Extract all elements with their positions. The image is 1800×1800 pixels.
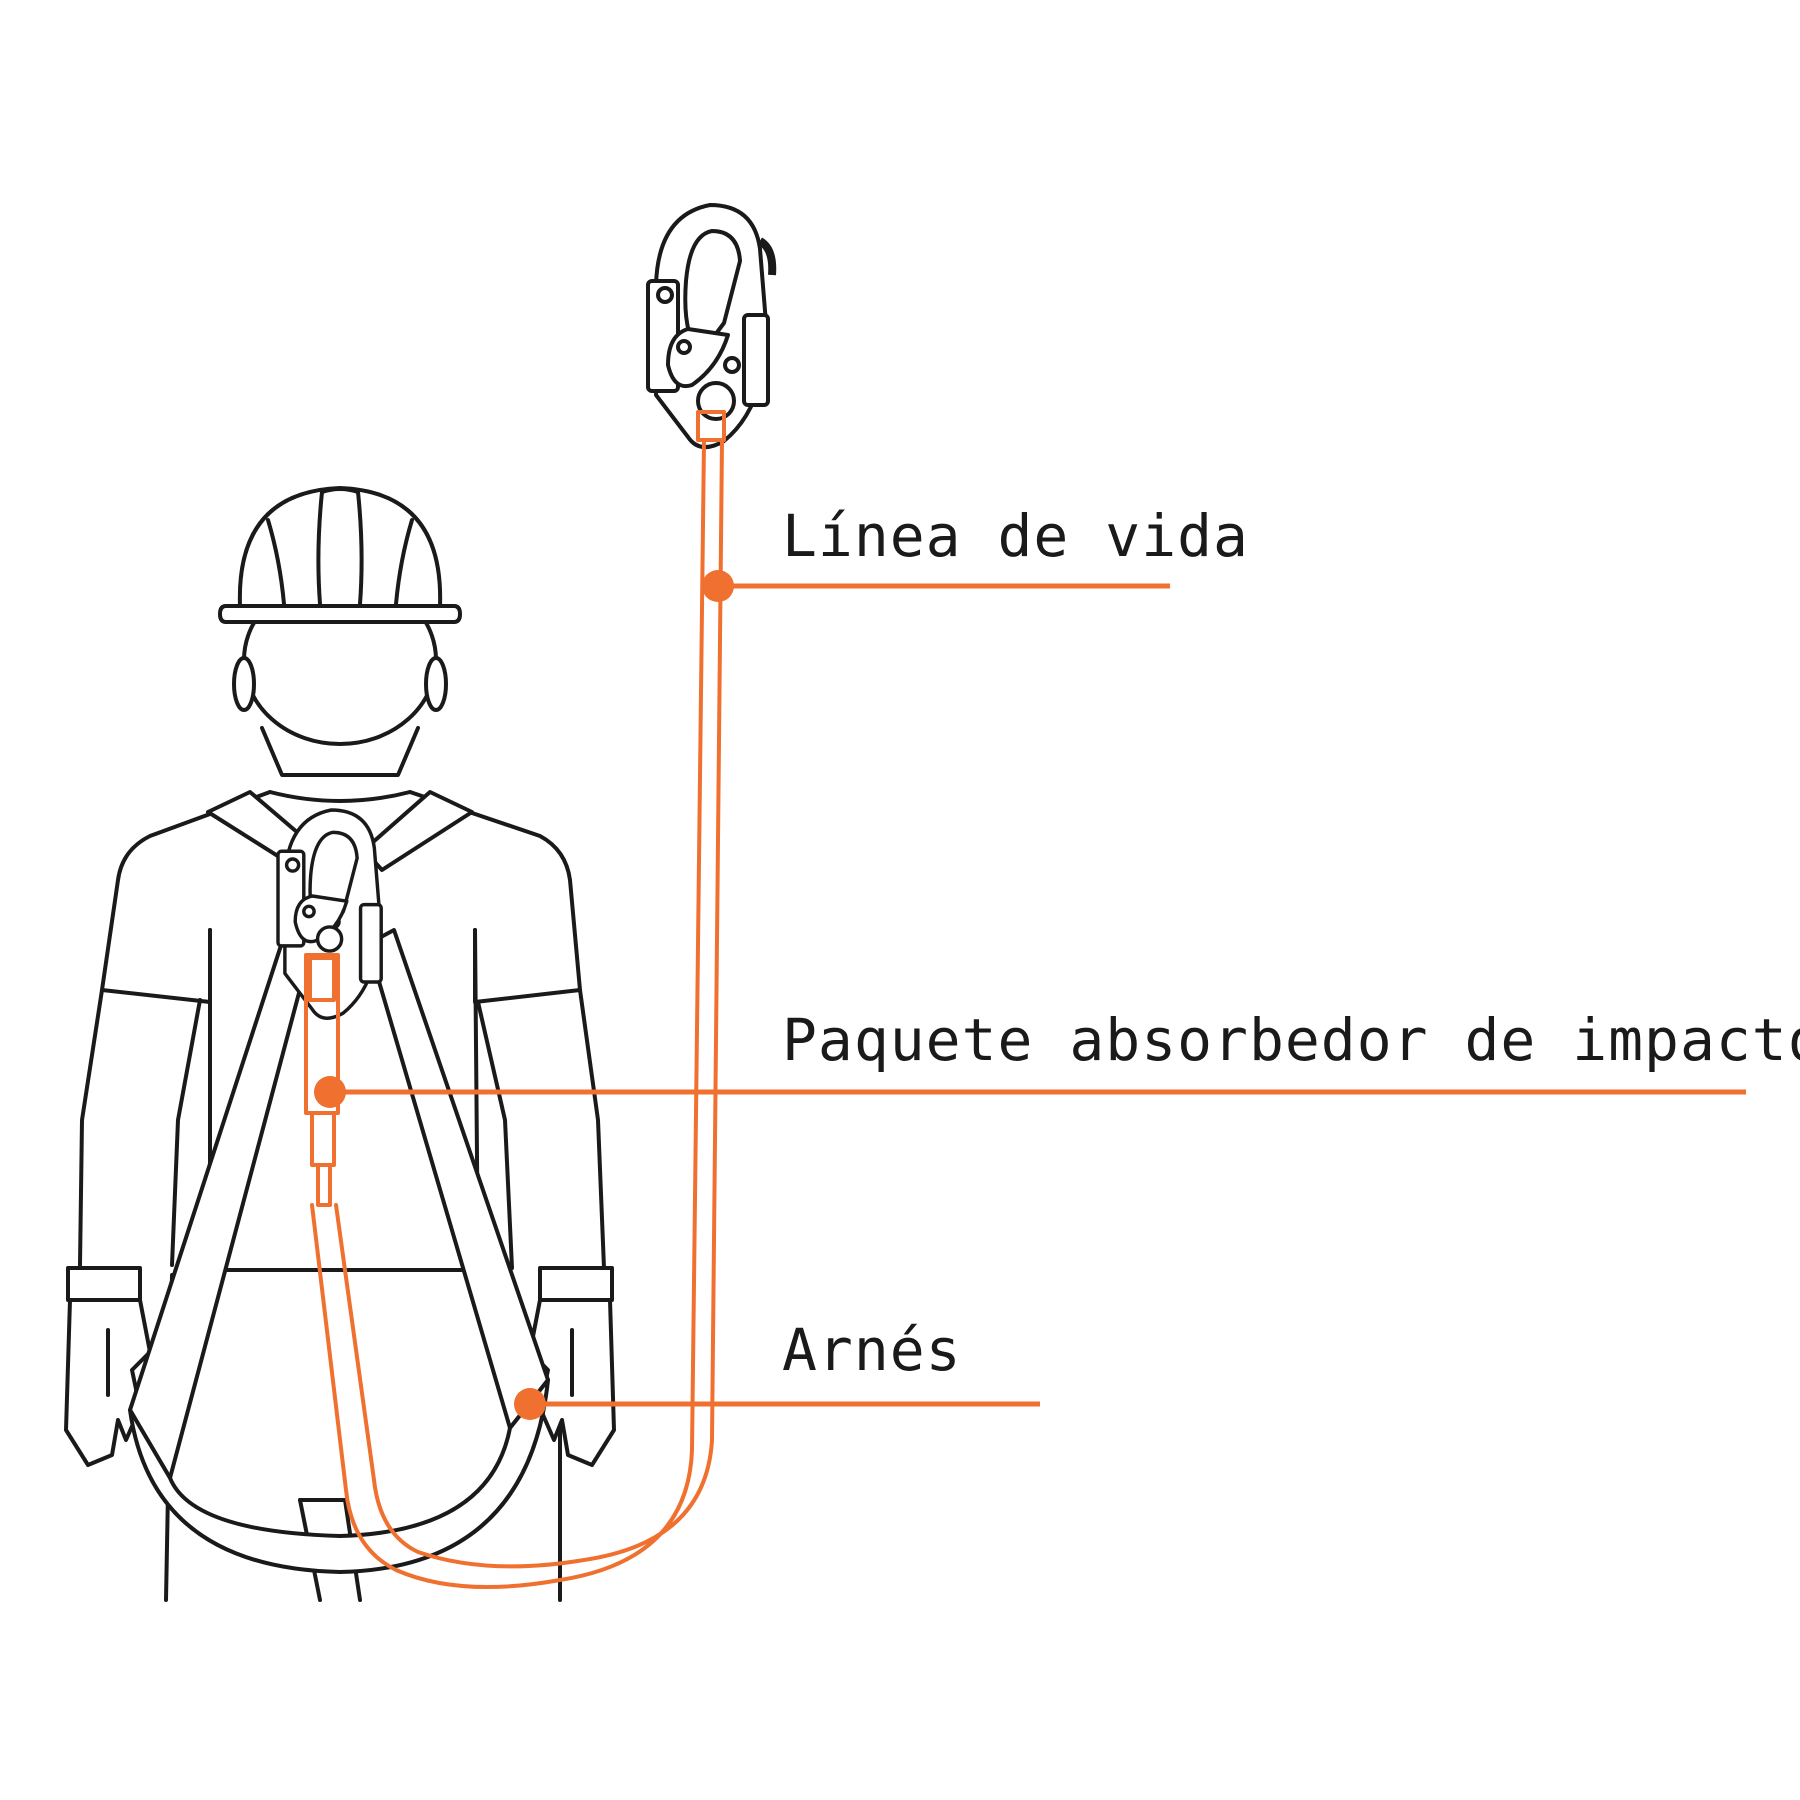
callout-label: Línea de vida (782, 502, 1249, 570)
lanyard (304, 410, 726, 1589)
dorsal-snap-hook (276, 808, 383, 1020)
callout-label: Paquete absorbedor de impacto (782, 1006, 1800, 1074)
harness (128, 790, 550, 1574)
lifeline-strap (310, 438, 706, 1589)
callout-paquete-absorbedor: Paquete absorbedor de impacto (314, 1006, 1800, 1108)
callout-linea-de-vida: Línea de vida (702, 502, 1249, 602)
callout-label: Arnés (782, 1316, 962, 1384)
worker-figure (64, 486, 616, 1602)
callout-arnes: Arnés (514, 1316, 1040, 1420)
